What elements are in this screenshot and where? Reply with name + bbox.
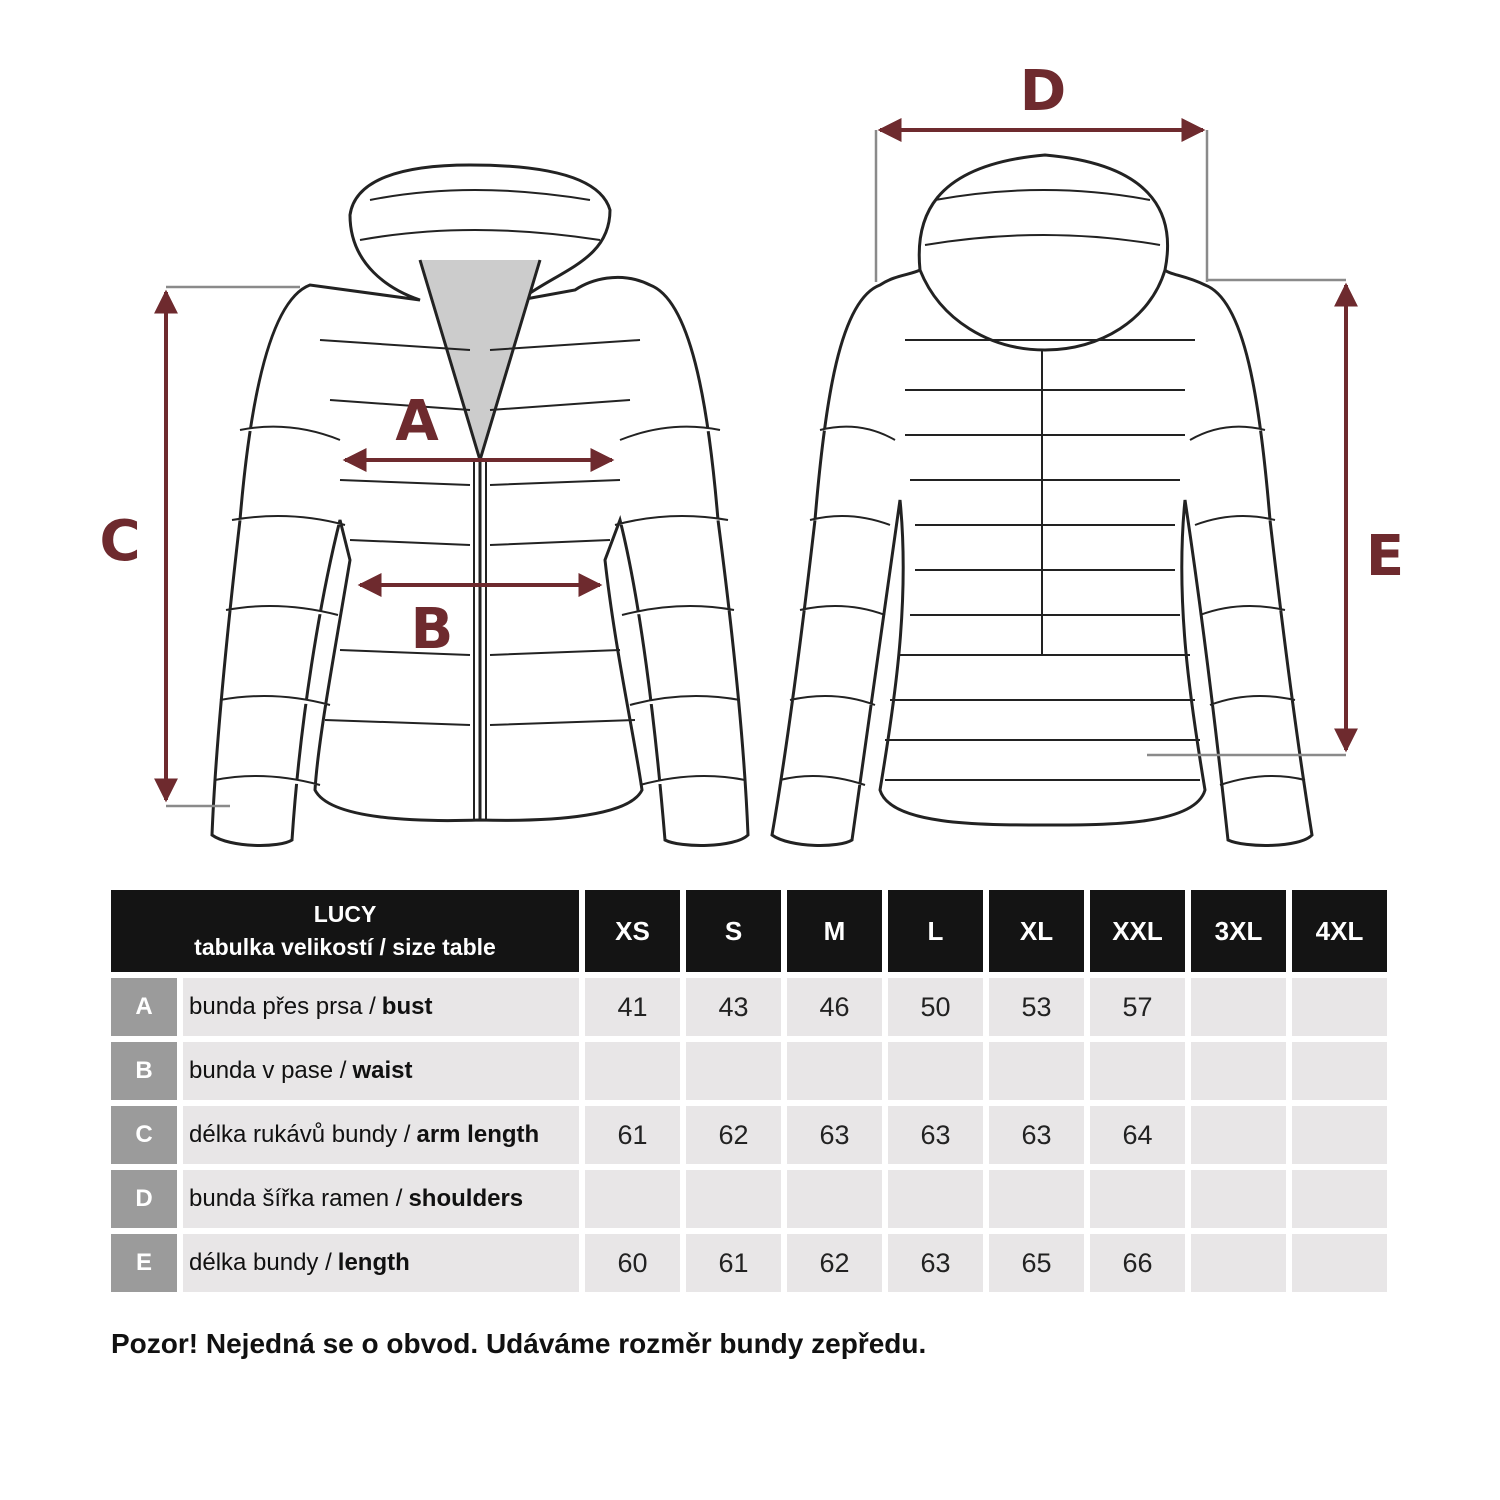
row-description: délka rukávů bundy /arm length bbox=[183, 1106, 579, 1164]
size-value-cell: 46 bbox=[787, 978, 882, 1036]
label-d: D bbox=[1020, 59, 1066, 124]
size-value-cell: 41 bbox=[585, 978, 680, 1036]
model-name: LUCY bbox=[313, 901, 377, 927]
size-value-cell: 62 bbox=[787, 1234, 882, 1292]
size-value-cell bbox=[1191, 1042, 1286, 1100]
size-value-cell bbox=[1191, 1170, 1286, 1228]
row-description: délka bundy /length bbox=[183, 1234, 579, 1292]
leader-lines bbox=[166, 130, 1346, 808]
label-c: C bbox=[99, 509, 140, 574]
description-czech: délka bundy / bbox=[189, 1249, 332, 1276]
label-b: B bbox=[411, 597, 454, 662]
size-value-cell bbox=[1292, 1042, 1387, 1100]
size-value-cell: 61 bbox=[686, 1234, 781, 1292]
size-value-cell: 60 bbox=[585, 1234, 680, 1292]
size-value-cell: 57 bbox=[1090, 978, 1185, 1036]
size-value-cell: 63 bbox=[888, 1106, 983, 1164]
size-header: M bbox=[787, 890, 882, 972]
size-value-cell bbox=[585, 1042, 680, 1100]
size-value-cell: 63 bbox=[787, 1106, 882, 1164]
label-e: E bbox=[1366, 524, 1404, 589]
size-value-cell: 43 bbox=[686, 978, 781, 1036]
row-description: bunda šířka ramen /shoulders bbox=[183, 1170, 579, 1228]
size-header: 3XL bbox=[1191, 890, 1286, 972]
note-text: Pozor! Nejedná se o obvod. Udáváme rozmě… bbox=[111, 1328, 927, 1359]
description-czech: bunda přes prsa / bbox=[189, 993, 376, 1020]
size-value-cell bbox=[1292, 1106, 1387, 1164]
size-value-cell bbox=[1090, 1042, 1185, 1100]
description-english: arm length bbox=[416, 1121, 540, 1148]
size-value-cell bbox=[1191, 978, 1286, 1036]
size-value-cell bbox=[1292, 978, 1387, 1036]
description-english: waist bbox=[352, 1057, 413, 1084]
size-value-cell: 53 bbox=[989, 978, 1084, 1036]
size-value-cell bbox=[787, 1170, 882, 1228]
size-value-cell: 66 bbox=[1090, 1234, 1185, 1292]
jacket-diagram: A B C D E bbox=[99, 59, 1404, 847]
size-value-cell bbox=[989, 1170, 1084, 1228]
row-letter: B bbox=[111, 1042, 177, 1100]
size-value-cell bbox=[686, 1170, 781, 1228]
size-value-cell bbox=[989, 1042, 1084, 1100]
back-jacket-illustration bbox=[770, 153, 1314, 847]
size-value-cell bbox=[888, 1042, 983, 1100]
size-value-cell bbox=[888, 1170, 983, 1228]
row-letter: C bbox=[111, 1106, 177, 1164]
description-czech: délka rukávů bundy / bbox=[189, 1121, 411, 1148]
table-title: LUCY tabulka velikostí / size table bbox=[111, 890, 579, 972]
size-header: XS bbox=[585, 890, 680, 972]
size-value-cell: 65 bbox=[989, 1234, 1084, 1292]
size-value-cell bbox=[686, 1042, 781, 1100]
size-header: S bbox=[686, 890, 781, 972]
size-header: XL bbox=[989, 890, 1084, 972]
row-description: bunda přes prsa /bust bbox=[183, 978, 579, 1036]
front-jacket-illustration bbox=[210, 163, 750, 847]
size-value-cell bbox=[1191, 1106, 1286, 1164]
table-subtitle: tabulka velikostí / size table bbox=[194, 934, 496, 960]
row-letter: A bbox=[111, 978, 177, 1036]
row-description: bunda v pase /waist bbox=[183, 1042, 579, 1100]
size-value-cell bbox=[1191, 1234, 1286, 1292]
size-value-cell: 61 bbox=[585, 1106, 680, 1164]
description-english: bust bbox=[381, 993, 433, 1020]
size-value-cell: 64 bbox=[1090, 1106, 1185, 1164]
description-english: shoulders bbox=[408, 1185, 524, 1212]
size-header: XXL bbox=[1090, 890, 1185, 972]
size-value-cell: 63 bbox=[888, 1234, 983, 1292]
size-value-cell bbox=[585, 1170, 680, 1228]
size-value-cell bbox=[787, 1042, 882, 1100]
size-header: 4XL bbox=[1292, 890, 1387, 972]
size-value-cell: 63 bbox=[989, 1106, 1084, 1164]
size-value-cell: 50 bbox=[888, 978, 983, 1036]
size-value-cell bbox=[1292, 1170, 1387, 1228]
row-letter: E bbox=[111, 1234, 177, 1292]
description-czech: bunda v pase / bbox=[189, 1057, 347, 1084]
size-value-cell bbox=[1292, 1234, 1387, 1292]
description-czech: bunda šířka ramen / bbox=[189, 1185, 403, 1212]
label-a: A bbox=[395, 389, 439, 454]
size-value-cell: 62 bbox=[686, 1106, 781, 1164]
size-header: L bbox=[888, 890, 983, 972]
row-letter: D bbox=[111, 1170, 177, 1228]
description-english: length bbox=[337, 1249, 410, 1276]
size-value-cell bbox=[1090, 1170, 1185, 1228]
